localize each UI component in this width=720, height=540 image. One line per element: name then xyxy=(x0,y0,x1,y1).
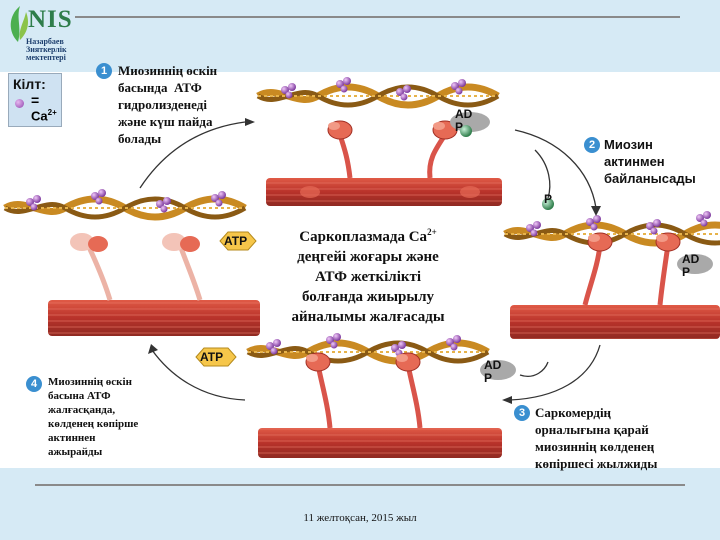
logo-subtitle: Назарбаев Зияткерлік мектептері xyxy=(26,37,67,62)
arrow-p-release xyxy=(534,149,551,199)
header-band xyxy=(0,0,720,72)
cycle-arrows xyxy=(139,121,601,401)
adp-blob-3 xyxy=(480,360,516,380)
atp-label-1: ATP xyxy=(224,234,248,248)
arrow-2-to-3 xyxy=(509,344,601,401)
step-3-badge: 3 xyxy=(514,405,530,421)
step-1-badge: 1 xyxy=(96,63,112,79)
header-divider xyxy=(75,16,680,18)
footer-band xyxy=(0,468,720,540)
atp-shape-2 xyxy=(195,347,237,367)
calcium-ion-icon xyxy=(15,99,24,108)
leaf-icon xyxy=(10,6,28,42)
step-2-badge: 2 xyxy=(584,137,600,153)
nis-logo: NIS Назарбаев Зияткерлік мектептері xyxy=(4,2,74,68)
phosphate-ball-2 xyxy=(542,198,554,210)
atp-shape-1 xyxy=(219,231,257,251)
center-caption: Саркоплазмада Са2+ деңгейі жоғары және А… xyxy=(291,227,445,325)
panel-3-sarcomere xyxy=(248,333,502,458)
arrow-4-to-1 xyxy=(139,121,246,189)
arrow-heads xyxy=(148,118,601,404)
adp-blob-2 xyxy=(677,254,713,274)
panel-4-sarcomere xyxy=(5,189,260,336)
key-title: Кілт: xyxy=(13,76,46,92)
atp-label-2: ATP xyxy=(200,350,224,364)
arrow-adp-release xyxy=(519,361,549,377)
footer-divider xyxy=(35,484,685,486)
footer-date: 11 желтоқсан, 2015 жыл xyxy=(303,512,417,524)
phosphate-ball-1 xyxy=(460,125,472,137)
key-equals: = xyxy=(31,92,40,108)
arrow-3-to-4 xyxy=(151,349,246,401)
panel-2-sarcomere xyxy=(505,211,720,339)
adp-blob-1 xyxy=(450,112,490,132)
key-calcium-label: Ca2+ xyxy=(31,108,57,124)
step-4-badge: 4 xyxy=(26,376,42,392)
panel-1-sarcomere xyxy=(258,77,502,206)
logo-name: NIS xyxy=(28,6,73,33)
legend-key: Кілт: = Ca2+ xyxy=(8,73,62,127)
phosphate-label: P xyxy=(544,192,553,206)
arrow-1-to-2 xyxy=(514,129,597,209)
